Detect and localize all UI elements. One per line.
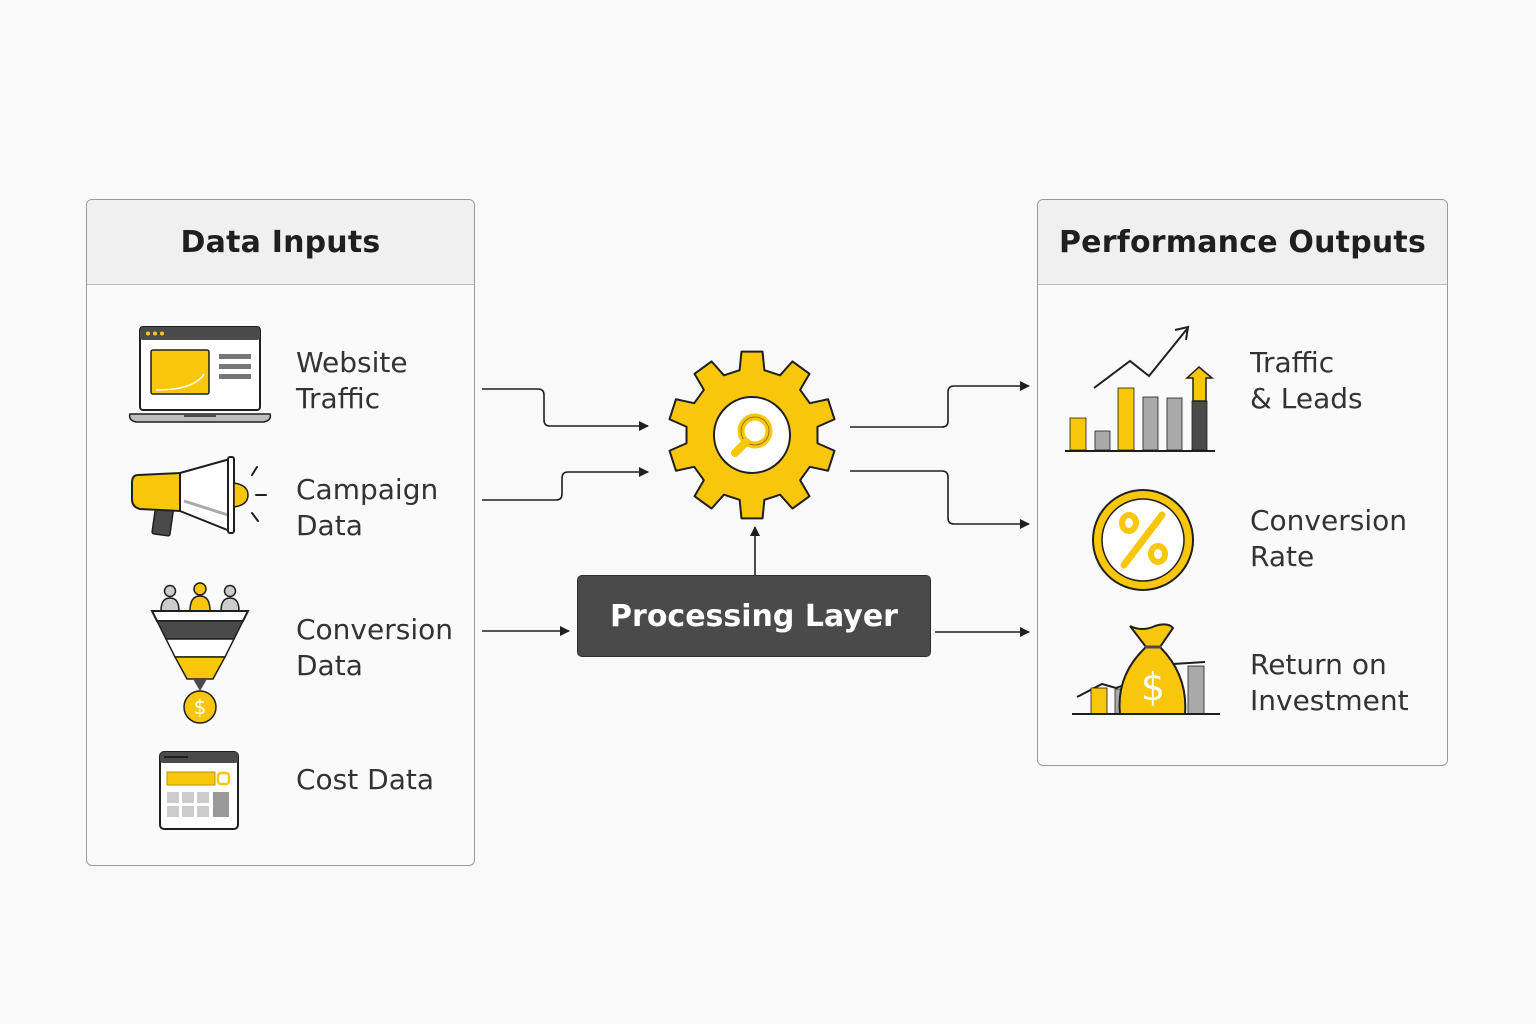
calculator-icon	[159, 751, 239, 830]
svg-text:$: $	[1141, 665, 1165, 709]
input-label-cost-data: Cost Data	[296, 763, 435, 796]
input-label-conversion-data: Conversion Data	[296, 613, 453, 682]
svg-text:$: $	[194, 695, 207, 719]
laptop-icon	[128, 326, 272, 423]
money-bag-icon: $	[1072, 623, 1220, 715]
processing-layer-box: Processing Layer	[577, 575, 931, 657]
arrow-gear-to-conversion-rate	[850, 470, 1030, 529]
percent-coin-icon	[1092, 489, 1194, 591]
bar-chart-growth-icon	[1065, 325, 1215, 452]
data-inputs-panel: Data Inputs	[86, 199, 475, 866]
output-label-traffic-leads: Traffic & Leads	[1250, 346, 1363, 415]
arrow-website-to-gear	[482, 388, 649, 431]
performance-outputs-panel: Performance Outputs	[1037, 199, 1448, 766]
input-label-campaign-data: Campaign Data	[296, 473, 439, 542]
megaphone-icon	[131, 456, 267, 537]
processing-layer-label: Processing Layer	[610, 598, 898, 634]
data-inputs-title: Data Inputs	[87, 200, 474, 285]
input-label-website-traffic: Website Traffic	[296, 346, 408, 415]
arrow-gear-to-traffic	[850, 381, 1030, 428]
arrow-campaign-to-gear	[482, 467, 649, 501]
output-label-conversion-rate: Conversion Rate	[1250, 504, 1407, 573]
output-label-roi: Return on Investment	[1250, 648, 1409, 717]
performance-outputs-title: Performance Outputs	[1038, 200, 1447, 285]
funnel-icon: $	[150, 582, 250, 724]
gear-search-icon	[668, 350, 836, 520]
